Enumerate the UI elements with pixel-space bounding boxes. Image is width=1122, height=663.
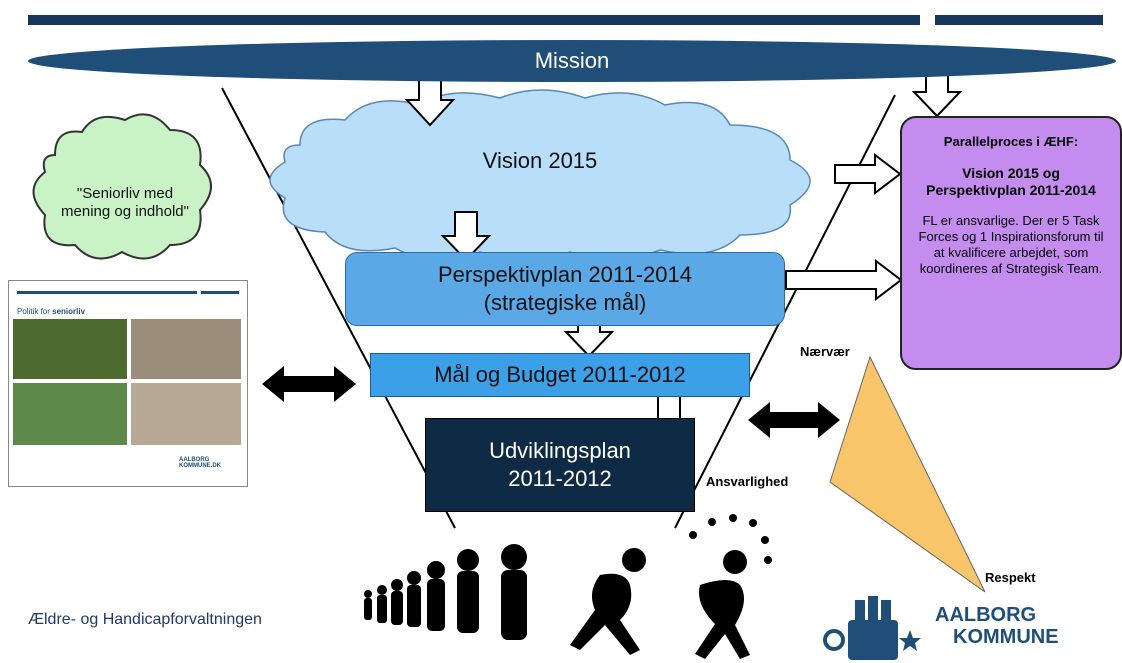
parallel-heading: Parallelproces i ÆHF:: [943, 134, 1079, 149]
label-ansvarlighed: Ansvarlighed: [706, 474, 789, 489]
aalborg-logo-text: AALBORG KOMMUNE: [935, 604, 1059, 648]
arrow-vision-persp: [440, 211, 492, 262]
brochure-logo: AALBORG KOMMUNE.DK: [179, 457, 221, 469]
photo-hug: [131, 319, 241, 379]
perspektivplan-line1: Perspektivplan 2011-2014: [438, 262, 692, 287]
values-triangle: [829, 355, 986, 593]
arrow-persp-parallel: [785, 258, 903, 302]
maal-budget-box: Mål og Budget 2011-2012: [370, 353, 750, 397]
udviklingsplan-box: Udviklingsplan 2011-2012: [425, 418, 695, 512]
photo-exercise: [131, 383, 241, 445]
parallel-title: Vision 2015 og Perspektivplan 2011-2014: [926, 165, 1096, 198]
brochure-image: Politik for seniorliv AALBORG KOMMUNE.DK: [8, 280, 248, 487]
perspektivplan-box: Perspektivplan 2011-2014 (strategiske må…: [345, 252, 785, 326]
green-cloud: [32, 113, 212, 260]
mission-ellipse: Mission: [28, 40, 1116, 82]
brochure-line-1: [17, 291, 197, 294]
udviklingsplan-line1: Udviklingsplan: [489, 438, 631, 463]
cloud-quote: "Seniorliv med mening og indhold": [61, 184, 189, 220]
funnel-left-line: [221, 87, 456, 529]
udviklingsplan-line2: 2011-2012: [508, 466, 612, 491]
logo-line2: KOMMUNE: [953, 626, 1059, 648]
footer-text: Ældre- og Handicapforvaltningen: [28, 611, 262, 628]
double-arrows: [262, 366, 840, 438]
arrow-vision-parallel: [834, 152, 902, 196]
vision-cloud: [269, 89, 811, 261]
parallel-body: FL er ansvarlige. Der er 5 Task Forces o…: [918, 213, 1104, 276]
header-bar-right: [935, 15, 1103, 25]
brochure-title: Politik for seniorliv: [17, 307, 86, 316]
logo-line1: AALBORG: [935, 604, 1037, 626]
parallel-process-box: Parallelproces i ÆHF: Vision 2015 og Per…: [900, 116, 1122, 370]
header-bar-left: [28, 15, 920, 25]
label-naervaer: Nærvær: [800, 344, 850, 359]
photo-park: [13, 319, 127, 379]
aalborg-emblem: [823, 596, 921, 660]
right-arrows: [785, 152, 903, 302]
evolution-figures: [364, 514, 772, 659]
brochure-line-2: [201, 291, 239, 294]
photo-lake: [13, 383, 127, 445]
double-arrow-left: [262, 366, 356, 402]
label-respekt: Respekt: [985, 570, 1036, 585]
double-arrow-right: [748, 402, 840, 438]
vision-label: Vision 2015: [482, 148, 598, 173]
perspektivplan-line2: (strategiske mål): [483, 290, 647, 315]
